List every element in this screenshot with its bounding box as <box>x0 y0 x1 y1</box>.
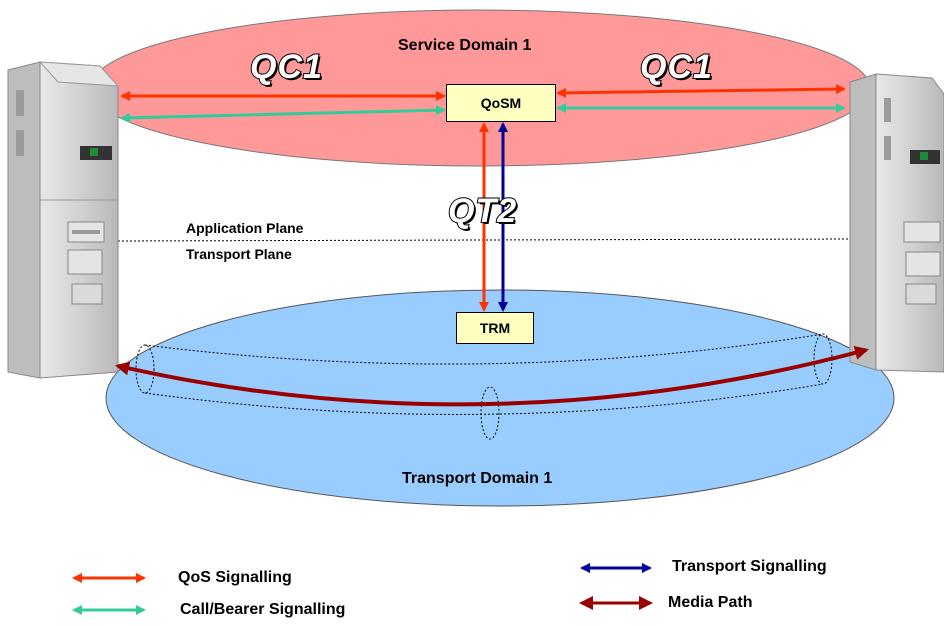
legend-transport-label: Transport Signalling <box>672 558 827 575</box>
application-plane-label: Application Plane <box>186 220 304 236</box>
qosm-label: QoSM <box>480 95 522 111</box>
legend-qos-label: QoS Signalling <box>178 569 292 586</box>
left-server-icon <box>7 61 120 379</box>
transport-domain-title: Transport Domain 1 <box>402 470 553 487</box>
qc1-right-label: QC1 <box>639 47 713 87</box>
service-domain-title: Service Domain 1 <box>398 37 532 54</box>
call-arrow-left <box>120 105 446 123</box>
qosm-box: QoSM <box>446 84 556 122</box>
trm-box: TRM <box>456 312 534 344</box>
qos-arrow-right <box>556 84 846 98</box>
qc1-left-label: QC1 <box>249 47 323 87</box>
right-server-icon <box>849 73 944 373</box>
legend-call-label: Call/Bearer Signalling <box>180 601 346 618</box>
media-path-arrow <box>115 346 869 407</box>
trm-label: TRM <box>479 320 511 336</box>
legend-media-label: Media Path <box>668 594 753 611</box>
qt2-label: QT2 <box>447 191 518 231</box>
transport-plane-label: Transport Plane <box>186 246 292 262</box>
